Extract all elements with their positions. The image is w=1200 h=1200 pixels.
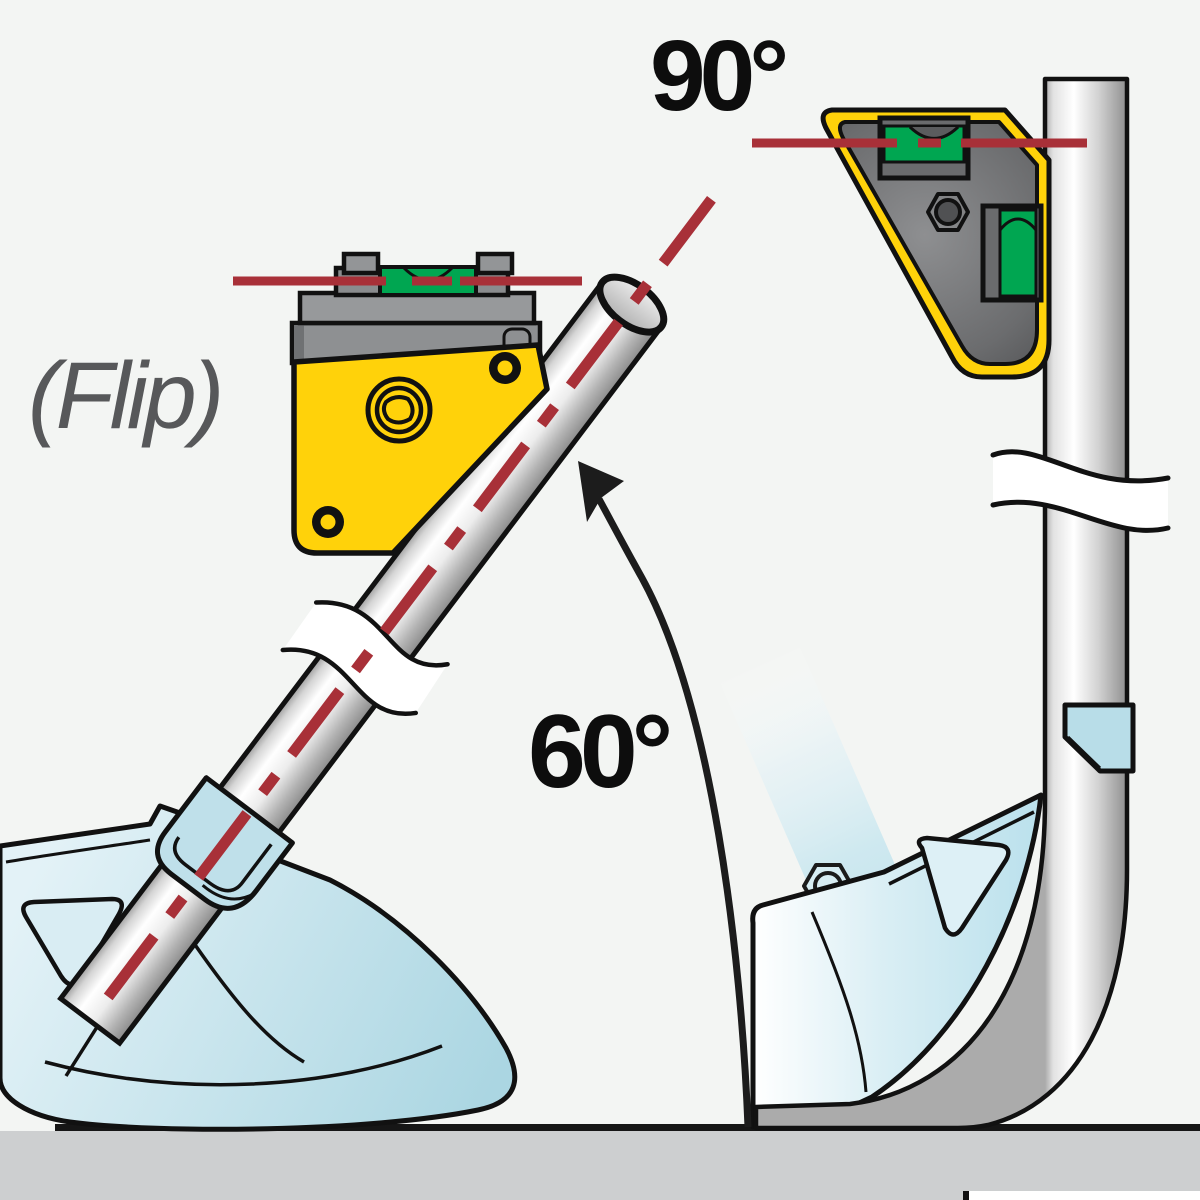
right-conduit-bender <box>720 647 1044 1130</box>
cap-tab-left <box>341 251 381 276</box>
left-pipe-group <box>57 195 716 1047</box>
flip-label: (Flip) <box>28 343 220 449</box>
break-band-edge-upper <box>313 600 450 668</box>
hex-nut-hole <box>934 198 962 226</box>
hex-nut-icon <box>926 192 970 232</box>
break-band-edge-lower <box>280 647 419 717</box>
break-fill-right <box>993 451 1168 531</box>
angle-90-label: 90° <box>650 20 785 132</box>
level-dial-knob <box>381 395 415 425</box>
bender-top-seam <box>5 838 151 864</box>
pipe-centerline-left <box>103 195 716 1001</box>
angle-60-label: 60° <box>528 694 670 810</box>
left-conduit-bender <box>0 803 518 1132</box>
cap-tab-right <box>475 251 515 276</box>
hex-nut <box>926 192 970 232</box>
cap-band-mid <box>297 290 537 326</box>
bender-seam-right <box>176 919 305 1064</box>
right-pipe-break <box>990 449 1171 533</box>
floor-strip-tick <box>963 1191 969 1200</box>
bender-shoe-seam-arc <box>44 1044 443 1087</box>
right-pipe <box>753 76 1130 1131</box>
level-face-right <box>838 120 1039 366</box>
arrow-arc <box>595 497 752 1128</box>
hook-bevel-2 <box>201 884 255 901</box>
bender-head <box>0 803 518 1132</box>
cap-band-low-shade <box>294 325 304 361</box>
level-dial-mid <box>374 385 424 435</box>
floor <box>0 1124 1200 1200</box>
level-body-left <box>291 342 550 556</box>
bend-angle-arrow <box>578 461 752 1128</box>
bender-head-seam <box>810 911 868 1093</box>
magnet-hole-top-center <box>497 360 513 376</box>
magnet-hole-bottom-center <box>320 514 336 530</box>
bender-triangle-cutout-right <box>916 835 1011 937</box>
hook-right-bevel <box>1066 735 1102 770</box>
break-edge-right-bottom <box>990 499 1171 533</box>
vial-vertical-arc <box>998 217 1038 231</box>
break-edge-right-top <box>990 449 1171 484</box>
floor-line <box>55 1124 1200 1131</box>
hook-right <box>1062 702 1136 774</box>
floor-strip-bottom-right <box>963 1191 1200 1200</box>
right-bender-hook <box>1062 702 1136 774</box>
magnetic-level-right <box>820 107 1052 380</box>
arrow-head-icon <box>578 461 624 522</box>
hook-bevel-1 <box>172 836 273 893</box>
floor-surface <box>0 1131 1200 1200</box>
